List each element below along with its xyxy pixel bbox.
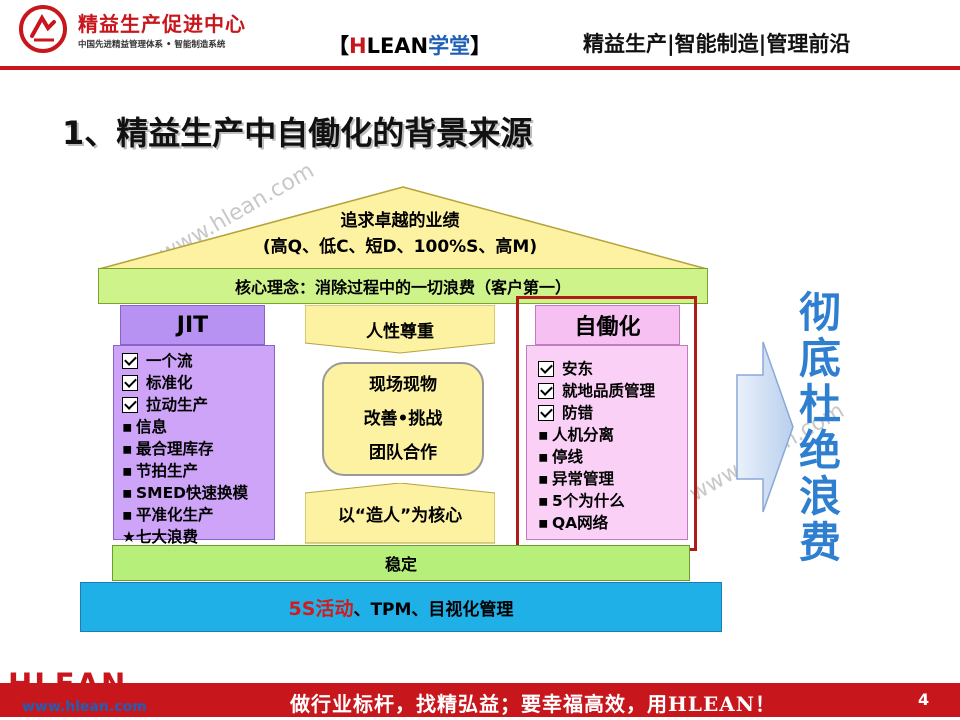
star-icon: ★	[122, 528, 136, 546]
logo-subtitle: 中国先进精益管理体系 • 智能制造系统	[78, 40, 226, 50]
footer-slogan: 做行业标杆，找精弘益；要幸福高效，用HLEAN！	[290, 692, 777, 716]
bullet-icon: ▪	[122, 484, 133, 502]
brand-lean: LEAN	[366, 34, 429, 58]
list-item: 安东	[538, 358, 655, 380]
side-char: 浪	[798, 472, 841, 521]
list-item: ▪SMED快速换模	[122, 484, 249, 502]
side-char: 彻	[798, 288, 841, 337]
checkbox-icon	[122, 375, 138, 391]
eliminate-waste-text: 彻 底 杜 绝 浪 费	[795, 290, 845, 566]
list-item: ▪最合理库存	[122, 440, 214, 458]
brand-xuetang: 学堂	[428, 34, 471, 58]
jit-list: 一个流 标准化 拉动生产 ▪信息 ▪最合理库存 ▪节拍生产 ▪SMED快速换模 …	[122, 350, 248, 548]
jidoka-pillar-title: 自働化	[535, 305, 680, 345]
header-divider	[0, 66, 960, 70]
footer-logo: HLEAN	[8, 667, 128, 701]
brand-bracket-right: 】	[470, 34, 492, 58]
list-item: ★七大浪费	[122, 528, 199, 546]
list-item: 拉动生产	[122, 394, 248, 416]
checkbox-icon	[122, 353, 138, 369]
bullet-icon: ▪	[538, 448, 549, 466]
center-oval: 现场现物 改善•挑战 团队合作	[322, 362, 484, 476]
side-char: 底	[798, 334, 841, 383]
jidoka-list: 安东 就地品质管理 防错 ▪人机分离 ▪停线 ▪异常管理 ▪5个为什么 ▪QA网…	[538, 358, 655, 534]
brand-bracket-left: 【	[328, 34, 349, 58]
jidoka-pillar-panel	[526, 345, 688, 540]
list-item: ▪节拍生产	[122, 462, 199, 480]
oval-line: 团队合作	[369, 443, 437, 463]
list-item: ▪信息	[122, 418, 168, 436]
footer-bar	[0, 683, 960, 717]
oval-line: 改善•挑战	[363, 409, 443, 429]
brand-h: H	[349, 34, 367, 58]
right-arrow-icon	[736, 341, 794, 513]
list-item: 标准化	[122, 372, 248, 394]
bullet-icon: ▪	[538, 492, 549, 510]
bullet-icon: ▪	[538, 426, 549, 444]
jit-pillar-panel	[113, 345, 275, 540]
bullet-icon: ▪	[122, 506, 133, 524]
list-item: 一个流	[122, 350, 248, 372]
list-item: 防错	[538, 402, 655, 424]
list-item: 就地品质管理	[538, 380, 655, 402]
bullet-icon: ▪	[122, 462, 133, 480]
checkbox-icon	[122, 397, 138, 413]
page-number: 4	[918, 690, 930, 709]
bullet-icon: ▪	[122, 418, 133, 436]
roof-goal-line2: (高Q、低C、短D、100%S、高M)	[262, 237, 538, 257]
people-development-core: 以“造人”为核心	[337, 505, 463, 526]
side-char: 费	[798, 518, 841, 567]
list-item: ▪平准化生产	[122, 506, 214, 524]
center-top-shape	[305, 305, 495, 354]
roof-goal-line1: 追求卓越的业绩	[340, 211, 460, 231]
jidoka-highlight-frame	[516, 296, 697, 551]
logo-chinese-name: 精益生产促进中心	[78, 12, 246, 36]
checkbox-icon	[538, 405, 554, 421]
oval-line: 现场现物	[369, 375, 437, 395]
logo-icon	[19, 5, 67, 53]
slide-title: 1、精益生产中自働化的背景来源	[62, 114, 533, 152]
foundation-rest: 、TPM、目视化管理	[353, 599, 514, 620]
respect-for-people: 人性尊重	[366, 321, 434, 342]
jit-pillar-title: JIT	[120, 305, 265, 345]
foundation-base: 5S活动、TPM、目视化管理	[80, 582, 722, 632]
center-bottom-shape	[305, 483, 495, 544]
core-concept-beam: 核心理念：消除过程中的一切浪费（客户第一）	[98, 268, 708, 304]
list-item: ▪QA网络	[538, 514, 609, 532]
list-item: ▪异常管理	[538, 470, 615, 488]
roof-goal-text: 追求卓越的业绩 (高Q、低C、短D、100%S、高M)	[200, 208, 600, 260]
side-char: 绝	[798, 426, 841, 475]
side-char: 杜	[798, 380, 841, 429]
list-item: ▪人机分离	[538, 426, 615, 444]
footer-url[interactable]: www.hlean.com	[22, 699, 147, 715]
bullet-icon: ▪	[538, 470, 549, 488]
brand-name: 【HLEAN学堂】	[328, 30, 491, 60]
checkbox-icon	[538, 361, 554, 377]
header-tagline: 精益生产|智能制造|管理前沿	[583, 32, 851, 56]
checkbox-icon	[538, 383, 554, 399]
stability-base: 稳定	[112, 545, 690, 581]
bullet-icon: ▪	[538, 514, 549, 532]
bullet-icon: ▪	[122, 440, 133, 458]
foundation-5s: 5S活动	[288, 597, 354, 620]
list-item: ▪停线	[538, 448, 584, 466]
list-item: ▪5个为什么	[538, 492, 625, 510]
